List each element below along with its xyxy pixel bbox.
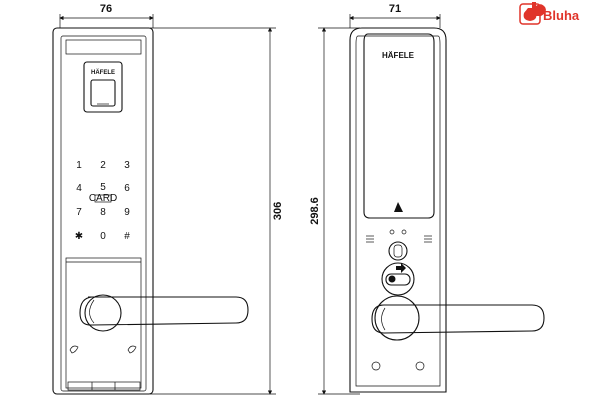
back-push-button <box>388 241 408 261</box>
key-hash: # <box>124 231 130 242</box>
fingerprint-module <box>83 61 123 113</box>
key-0: 0 <box>100 231 106 242</box>
card-label: CARD <box>89 193 117 204</box>
back-handle-lever <box>371 304 545 334</box>
front-battery-cover <box>67 381 141 391</box>
front-brand-label: HÄFELE <box>91 69 115 76</box>
bluha-logo-text: Bluha <box>543 8 580 23</box>
back-display-window <box>363 33 435 219</box>
back-inner-plate <box>355 35 441 387</box>
front-handle <box>79 294 249 332</box>
back-width-dimension: 71 <box>349 3 441 28</box>
front-width-dimension: 76 <box>59 3 154 28</box>
front-height-label: 306 <box>272 202 284 220</box>
key-1: 1 <box>76 160 82 171</box>
front-lower-body <box>65 257 142 389</box>
key-6: 6 <box>124 183 130 194</box>
front-view: HÄFELE 1 2 3 4 5 6 CARD 7 8 9 ✱ 0 # <box>52 27 249 395</box>
key-star: ✱ <box>75 231 83 242</box>
front-screw-right <box>127 345 137 354</box>
back-screw-left <box>371 361 381 371</box>
back-handle <box>371 295 545 341</box>
back-handle-rose <box>374 295 420 341</box>
back-height-dimension: 298.6 <box>309 27 360 395</box>
front-width-label: 76 <box>100 3 112 15</box>
back-screw-right <box>415 361 425 371</box>
front-inner-plate <box>60 35 147 392</box>
back-indicator-dot-left <box>389 229 395 235</box>
back-arrow-icon <box>396 263 406 273</box>
front-outer-plate <box>52 27 154 395</box>
back-view: HÄFELE <box>349 27 545 393</box>
back-thumb-turn <box>381 262 415 296</box>
front-top-band <box>65 39 142 55</box>
key-3: 3 <box>124 160 130 171</box>
key-9: 9 <box>124 207 130 218</box>
fingerprint-sensor <box>90 79 116 107</box>
front-screw-left <box>69 345 79 354</box>
key-2: 2 <box>100 160 106 171</box>
key-8: 8 <box>100 207 106 218</box>
back-left-grille-icon <box>366 235 374 243</box>
back-warning-icon <box>394 202 403 212</box>
back-brand-label: HÄFELE <box>382 51 415 60</box>
back-outer-plate <box>349 27 447 393</box>
card-reader-mark <box>94 194 112 203</box>
key-5: 5 <box>100 182 106 193</box>
back-indicator-dot-right <box>401 229 407 235</box>
front-handle-lever <box>79 296 249 326</box>
back-width-label: 71 <box>389 3 401 15</box>
front-height-dimension: 306 <box>150 27 284 395</box>
back-height-label: 298.6 <box>309 197 321 225</box>
keypad: 1 2 3 4 5 6 CARD 7 8 9 ✱ 0 # <box>75 160 130 242</box>
front-handle-rose <box>84 294 122 332</box>
key-7: 7 <box>76 207 82 218</box>
key-4: 4 <box>76 183 82 194</box>
bluha-logo: Bluha <box>519 2 580 25</box>
back-right-grille-icon <box>424 235 432 243</box>
